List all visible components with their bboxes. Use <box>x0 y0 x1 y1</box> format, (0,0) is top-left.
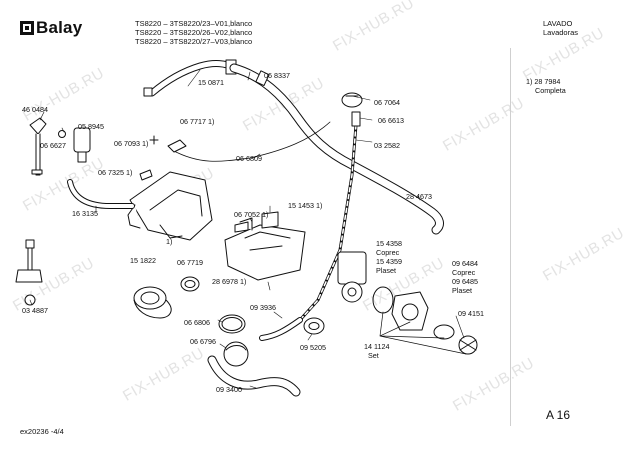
valve-06-6627 <box>73 127 91 163</box>
part-label: 09 4151 <box>458 309 484 318</box>
screw-06-7093 <box>149 135 159 145</box>
model-line: TS8220 – 3TS8220/27–V03,blanco <box>135 37 253 46</box>
part-label: 09 5205 <box>300 343 326 352</box>
subcategory: Lavadoras <box>543 28 579 37</box>
pump-15-4358 <box>337 251 367 303</box>
part-label: 03 4887 <box>22 306 48 315</box>
doc-id: ex20236 -4/4 <box>20 427 64 436</box>
part-label: 06 6796 <box>190 337 216 346</box>
divider <box>510 48 511 426</box>
side-note-line: Completa <box>535 85 566 95</box>
part-label: 15 4358 <box>376 239 402 248</box>
part-label: Coprec <box>376 248 400 257</box>
part-label: 06 7052 1) <box>234 210 269 219</box>
screw-06-7325 <box>139 169 153 181</box>
hose-28-4673 <box>229 63 444 235</box>
pressure-switch-06-7064 <box>341 92 363 108</box>
part-label: 06 6627 <box>40 141 66 150</box>
side-note: 1) 28 7984 Completa <box>526 77 566 95</box>
leader-line <box>379 311 467 355</box>
hose-09-3400 <box>207 355 301 397</box>
coupling-06-7719 <box>180 276 200 292</box>
part-label: Coprec <box>452 268 476 277</box>
part-label: 09 6485 <box>452 277 478 286</box>
part-label: 06 8337 <box>264 71 290 80</box>
category: LAVADO <box>543 19 573 28</box>
drawer-28-6978 <box>224 217 306 281</box>
part-label: 28 6978 1) <box>212 277 247 286</box>
part-label: 16 3135 <box>72 209 98 218</box>
hose-16-3135 <box>67 179 135 209</box>
filter-09-4151 <box>458 335 478 355</box>
side-note-line: 1) 28 7984 <box>526 77 561 86</box>
pipe-06-6613 <box>298 111 361 322</box>
part-label: 09 6484 <box>452 259 478 268</box>
part-label: Plaset <box>376 266 396 275</box>
part-label: 15 1822 <box>130 256 156 265</box>
model-list: TS8220 – 3TS8220/23–V01,blanco TS8220 – … <box>135 19 252 46</box>
seal-ring-2 <box>433 324 455 340</box>
category-block: LAVADO Lavadoras <box>543 19 578 37</box>
brand-mark-icon <box>20 21 34 35</box>
part-label: 06 7325 1) <box>98 168 133 177</box>
clamp-06-6806 <box>218 314 246 334</box>
part-label: 06 7064 <box>374 98 400 107</box>
valve-46-0484 <box>15 117 47 306</box>
cap-06-7052 <box>234 221 249 233</box>
page-number: A 16 <box>546 408 571 422</box>
ball-06-6796 <box>223 341 249 367</box>
dispenser-housing <box>127 171 213 241</box>
part-label: Set <box>368 351 379 360</box>
part-label: 14 1124 <box>364 342 390 351</box>
part-label: 03 2582 <box>374 141 400 150</box>
part-label: 15 1453 1) <box>288 201 323 210</box>
part-label: 15 0871 <box>198 78 224 87</box>
seal-05-8945 <box>58 130 66 138</box>
part-label: 06 6613 <box>378 116 404 125</box>
siphon-15-1453 <box>261 211 279 229</box>
model-line: TS8220 – 3TS8220/23–V01,blanco <box>135 19 253 28</box>
part-label: Plaset <box>452 286 472 295</box>
part-label: 09 3936 <box>250 303 276 312</box>
clip-09-5205 <box>303 317 325 335</box>
part-label: 09 3400 <box>216 385 242 394</box>
pump-housing-09-6484 <box>391 291 429 331</box>
part-label: 06 7717 1) <box>180 117 215 126</box>
wire-06-6809 <box>171 121 331 162</box>
part-label: 28 4673 <box>406 192 432 201</box>
leader-lines <box>29 69 465 389</box>
model-line: TS8220 – 3TS8220/26–V02,blanco <box>135 28 253 37</box>
part-label: 06 6809 <box>236 154 262 163</box>
part-label: 06 6806 <box>184 318 210 327</box>
part-label: 06 7093 1) <box>114 139 149 148</box>
brand-name: Balay <box>36 18 83 37</box>
part-label: 1) <box>166 237 173 246</box>
brand-logo: Balay <box>20 18 82 38</box>
part-label: 46 0484 <box>22 105 48 114</box>
seal-ring <box>372 286 394 314</box>
bellows-15-1822 <box>133 286 172 319</box>
part-label: 15 4359 <box>376 257 402 266</box>
part-label: 06 7719 <box>177 258 203 267</box>
part-label: 05 8945 <box>78 122 104 131</box>
clip-06-7717 <box>167 139 187 153</box>
